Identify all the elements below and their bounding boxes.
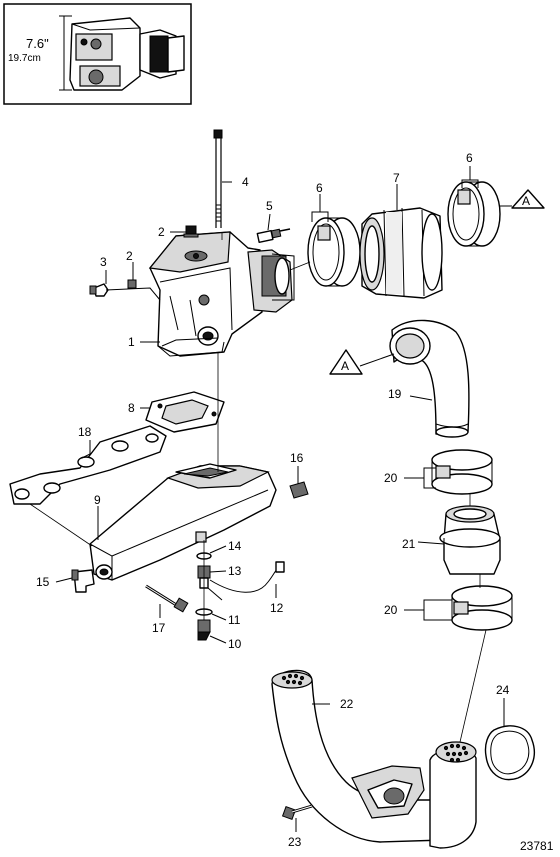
leader-lines	[29, 166, 512, 832]
callout-23: 23	[288, 835, 302, 849]
reference-marker-top: A	[511, 189, 545, 209]
callout-4: 4	[242, 175, 249, 189]
part-23-bolt	[281, 804, 313, 821]
callout-24: 24	[496, 683, 510, 697]
part-8-gasket	[145, 391, 225, 433]
part-3-fitting	[89, 283, 109, 297]
callout-20-upper: 20	[384, 471, 398, 485]
callout-14: 14	[228, 539, 242, 553]
callout-2-side: 2	[126, 249, 133, 263]
callout-17: 17	[152, 621, 166, 635]
callout-13: 13	[228, 564, 242, 578]
part-6-hose-clamp-right	[447, 181, 501, 247]
inset-dimension-imperial: 7.6"	[26, 36, 49, 51]
part-6-hose-clamp-left	[307, 217, 361, 287]
reference-marker-top-label: A	[522, 194, 530, 208]
callout-10: 10	[228, 637, 242, 651]
callout-6-right: 6	[466, 151, 473, 165]
part-19-elbow-hose	[389, 319, 470, 438]
callout-12: 12	[270, 601, 284, 615]
callout-6-left: 6	[316, 181, 323, 195]
part-17-bolt	[145, 584, 189, 613]
part-4-stud	[213, 129, 223, 228]
part-21-connector-pipe	[439, 505, 501, 575]
part-5-sensor	[256, 228, 291, 244]
callout-9: 9	[94, 493, 101, 507]
callout-20-lower: 20	[384, 603, 398, 617]
figure-number: 23781	[520, 839, 554, 853]
part-22-exhaust-pipe	[271, 669, 477, 849]
part-7-sleeve	[359, 207, 443, 299]
pipe-22-end-perforation	[281, 673, 305, 686]
part-16-plug	[289, 481, 309, 499]
part-2-plug-top	[183, 225, 199, 238]
callout-18: 18	[78, 425, 92, 439]
callout-8: 8	[128, 401, 135, 415]
part-9-exhaust-manifold	[89, 463, 277, 581]
inset-dimension-metric: 19.7cm	[8, 53, 41, 64]
part-24-gasket-ring	[484, 725, 536, 781]
callout-5: 5	[266, 199, 273, 213]
part-20-clamp-lower	[451, 585, 513, 631]
callout-16: 16	[290, 451, 304, 465]
part-12-sensor-cable	[207, 561, 285, 601]
callout-21: 21	[402, 537, 416, 551]
inset-view: 7.6" 19.7cm	[3, 3, 192, 105]
callout-1: 1	[128, 335, 135, 349]
part-18-manifold-gasket	[9, 425, 167, 505]
part-15-elbow-fitting	[71, 569, 95, 593]
inset-manifold-illustration	[69, 17, 185, 91]
reference-marker-left-label: A	[341, 359, 349, 373]
part-2-plug-side	[127, 279, 137, 289]
part-1-riser-housing	[148, 231, 295, 357]
part-20-clamp-upper	[431, 449, 493, 495]
callout-22: 22	[340, 697, 354, 711]
reference-marker-left: A	[329, 349, 363, 375]
part-10-drain-cock	[197, 619, 211, 641]
callout-11: 11	[228, 613, 241, 627]
callout-labels: 4 2 2 3 5 6 7 6 1 8 18 9 16 14 13 12 11 …	[36, 151, 554, 853]
callout-15: 15	[36, 575, 50, 589]
pipe-22-outlet-perforation	[443, 743, 469, 763]
callout-19: 19	[388, 387, 402, 401]
callout-2-top: 2	[158, 225, 165, 239]
callout-3: 3	[100, 255, 107, 269]
callout-7: 7	[393, 171, 400, 185]
